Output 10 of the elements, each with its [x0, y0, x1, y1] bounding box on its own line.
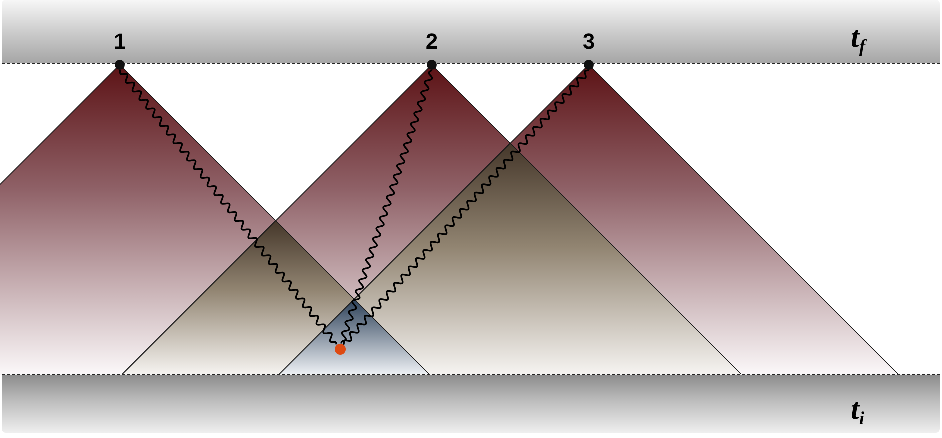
- wavy-line: [342, 69, 590, 346]
- time-label: t$_{f}$: [850, 20, 868, 59]
- dot-icon: [334, 344, 346, 354]
- wavy-line: [119, 70, 338, 346]
- point-number: 2: [426, 30, 438, 54]
- wavy-line: [340, 69, 434, 344]
- point-number: 1: [114, 30, 126, 54]
- time-band: [2, 0, 940, 64]
- point-number: 3: [582, 30, 596, 54]
- time-label: t$_{i}$: [850, 392, 866, 431]
